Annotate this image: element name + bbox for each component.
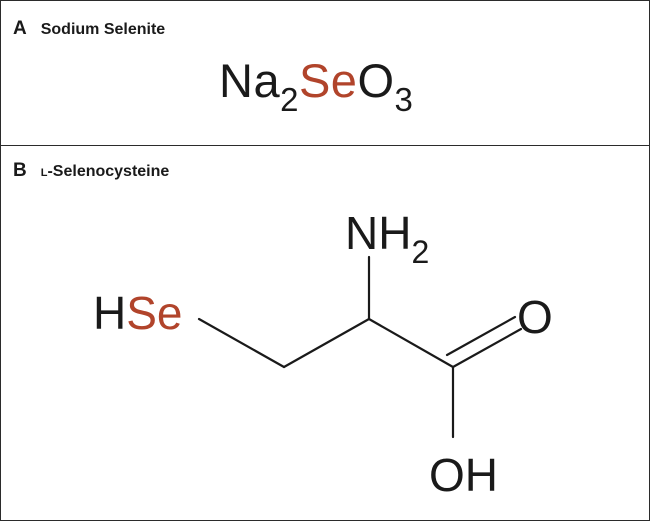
bond-calpha-carboxyl — [367, 317, 455, 369]
formula-na-subscript: 2 — [280, 81, 299, 118]
atom-h-label: H — [93, 287, 126, 339]
bond-ch2-calpha — [282, 317, 371, 369]
panel-b-title: l-Selenocysteine — [41, 163, 170, 181]
sodium-selenite-formula: Na2SeO3 — [219, 53, 413, 118]
formula-se: Se — [298, 54, 358, 107]
bond-carboxyl-o-double-1 — [451, 327, 523, 369]
atom-amino-group: NH2 — [345, 207, 429, 270]
panel-b-title-prefix: l — [40, 163, 48, 180]
panel-b-title-rest: -Selenocysteine — [47, 163, 170, 180]
atom-hydroxyl: OH — [429, 449, 498, 501]
panel-a-letter: A — [13, 18, 27, 39]
panel-b-header: B l-Selenocysteine — [13, 160, 169, 182]
formula-na: Na — [219, 54, 281, 107]
panel-a-title: Sodium Selenite — [40, 21, 166, 38]
atom-nh-subscript: 2 — [411, 234, 429, 270]
bond-carboxyl-o-double-2 — [445, 315, 517, 357]
atom-nh-label: NH — [345, 207, 411, 259]
panel-b-letter: B — [13, 160, 27, 181]
atom-h-on-se: HSe — [93, 287, 183, 339]
bond-se-ch2 — [197, 317, 286, 369]
selenocysteine-structure: HSe NH2 O OH — [93, 207, 553, 501]
formula-o: O — [357, 54, 395, 107]
atom-carbonyl-o: O — [517, 291, 553, 343]
atom-se-label: Se — [126, 287, 182, 339]
panel-a-header: A Sodium Selenite — [13, 18, 165, 40]
panel-divider — [1, 145, 649, 146]
formula-o-subscript: 3 — [394, 81, 414, 118]
